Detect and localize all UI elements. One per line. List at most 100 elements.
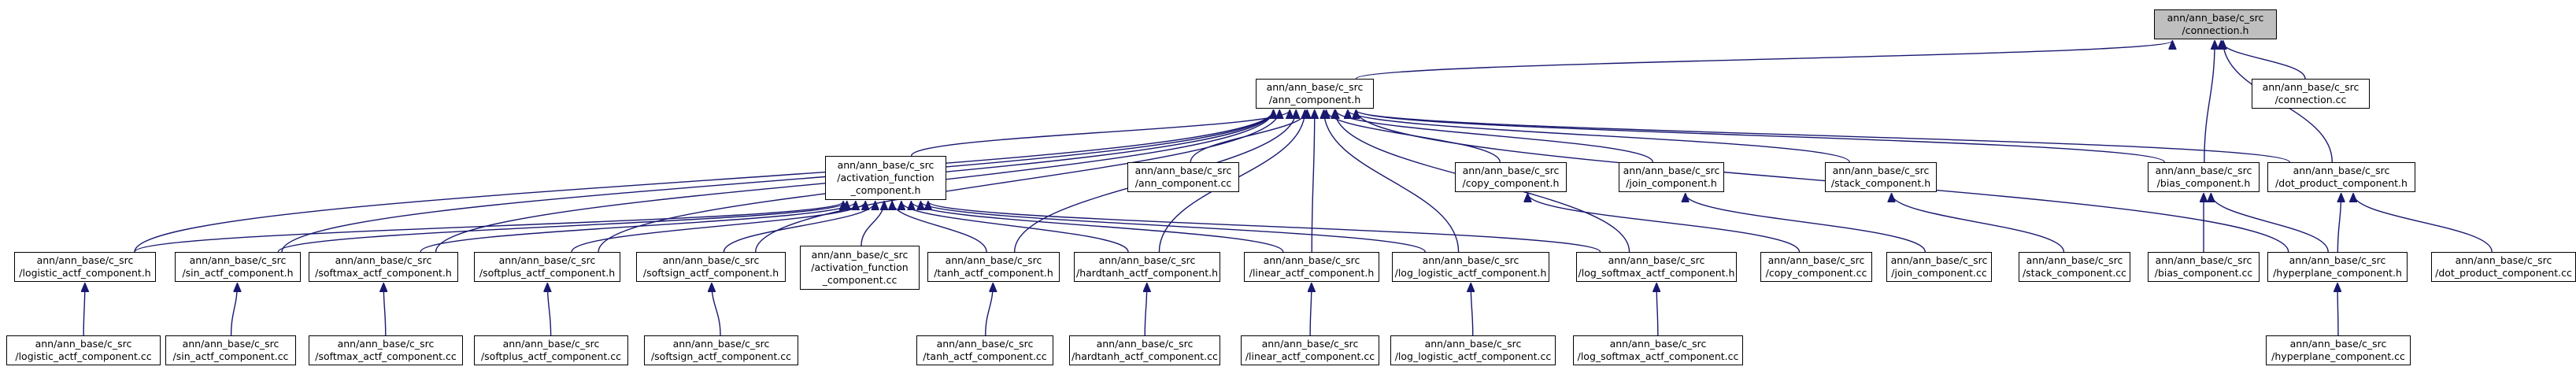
node-softsign-actf-component-h[interactable]: ann/ann_base/c_src/softsign_actf_compone… — [636, 252, 786, 282]
node-label-line: ann/ann_base/c_src — [1609, 338, 1707, 350]
node-label-line: ann/ann_base/c_src — [672, 338, 770, 350]
edge-bias-component-h-to-connection-h — [2204, 41, 2215, 163]
node-label-line: /ann_component.h — [1268, 94, 1361, 106]
node-dot-product-component-h[interactable]: ann/ann_base/c_src/dot_product_component… — [2267, 162, 2415, 192]
node-sin-actf-component-cc[interactable]: ann/ann_base/c_src/sin_actf_component.cc — [165, 335, 296, 365]
edge-stack-component-cc-to-stack-component-h — [1892, 194, 2065, 253]
node-hardtanh-actf-component-h[interactable]: ann/ann_base/c_src/hardtanh_actf_compone… — [1074, 252, 1220, 282]
node-label-line: ann/ann_base/c_src — [189, 254, 287, 266]
node-label-line: /connection.cc — [2274, 94, 2347, 106]
node-connection-cc[interactable]: ann/ann_base/c_src/connection.cc — [2252, 79, 2370, 109]
edge-stack-component-h-to-ann-component-h — [1348, 110, 1850, 163]
edge-activation-function-component-cc-to-activation-function-component-h — [861, 202, 884, 246]
node-label-line: /linear_actf_component.h — [1249, 267, 1375, 279]
edge-dot-product-component-h-to-ann-component-h — [1356, 110, 2290, 163]
node-ann-component-cc[interactable]: ann/ann_base/c_src/ann_component.cc — [1127, 162, 1239, 192]
node-logistic-actf-component-cc[interactable]: ann/ann_base/c_src/logistic_actf_compone… — [6, 335, 161, 365]
node-label-line: ann/ann_base/c_src — [945, 254, 1042, 266]
node-label-line: ann/ann_base/c_src — [2289, 338, 2387, 350]
node-hyperplane-component-cc[interactable]: ann/ann_base/c_src/hyperplane_component.… — [2266, 335, 2411, 365]
node-log-softmax-actf-component-h[interactable]: ann/ann_base/c_src/log_softmax_actf_comp… — [1576, 252, 1737, 282]
node-label-line: ann/ann_base/c_src — [2262, 81, 2359, 93]
node-activation-function-component-cc[interactable]: ann/ann_base/c_src/activation_function_c… — [800, 246, 920, 290]
edge-log-logistic-actf-component-h-to-ann-component-h — [1324, 110, 1460, 253]
node-sin-actf-component-h[interactable]: ann/ann_base/c_src/sin_actf_component.h — [175, 252, 301, 282]
node-label-line: /dot_product_component.h — [2275, 177, 2408, 189]
node-linear-actf-component-h[interactable]: ann/ann_base/c_src/linear_actf_component… — [1244, 252, 1379, 282]
node-label-line: ann/ann_base/c_src — [1424, 338, 1522, 350]
edge-bias-component-h-to-ann-component-h — [1356, 110, 2165, 163]
node-label-line: /hardtanh_actf_component.cc — [1071, 350, 1218, 362]
node-tanh-actf-component-h[interactable]: ann/ann_base/c_src/tanh_actf_component.h — [927, 252, 1060, 282]
node-copy-component-cc[interactable]: ann/ann_base/c_src/copy_component.cc — [1760, 252, 1872, 282]
node-label-line: ann/ann_base/c_src — [2026, 254, 2123, 266]
node-label-line: ann/ann_base/c_src — [1767, 254, 1865, 266]
node-copy-component-h[interactable]: ann/ann_base/c_src/copy_component.h — [1455, 162, 1567, 192]
edge-hardtanh-actf-component-h-to-activation-function-component-h — [901, 202, 1129, 253]
node-label-line: /linear_actf_component.cc — [1245, 350, 1375, 362]
node-label-line: ann/ann_base/c_src — [2289, 254, 2386, 266]
node-join-component-cc[interactable]: ann/ann_base/c_src/join_component.cc — [1886, 252, 1992, 282]
node-log-logistic-actf-component-h[interactable]: ann/ann_base/c_src/log_logistic_actf_com… — [1392, 252, 1549, 282]
node-label-line: /tanh_actf_component.h — [934, 267, 1053, 279]
node-label-line: /hyperplane_component.cc — [2271, 350, 2405, 362]
edge-hardtanh-actf-component-cc-to-hardtanh-actf-component-h — [1145, 283, 1147, 336]
node-label-line: /copy_component.h — [1462, 177, 1560, 189]
node-stack-component-h[interactable]: ann/ann_base/c_src/stack_component.h — [1825, 162, 1937, 192]
node-label-line: /tanh_actf_component.cc — [923, 350, 1047, 362]
node-label-line: ann/ann_base/c_src — [502, 338, 600, 350]
node-logistic-actf-component-h[interactable]: ann/ann_base/c_src/logistic_actf_compone… — [14, 252, 156, 282]
node-label-line: ann/ann_base/c_src — [662, 254, 760, 266]
node-hyperplane-component-h[interactable]: ann/ann_base/c_src/hyperplane_component.… — [2267, 252, 2408, 282]
node-connection-h[interactable]: ann/ann_base/c_src/connection.h — [2154, 9, 2277, 39]
node-label-line: ann/ann_base/c_src — [182, 338, 279, 350]
edge-softmax-actf-component-h-to-activation-function-component-h — [420, 202, 856, 253]
node-softmax-actf-component-cc[interactable]: ann/ann_base/c_src/softmax_actf_componen… — [309, 335, 463, 365]
node-bias-component-cc[interactable]: ann/ann_base/c_src/bias_component.cc — [2148, 252, 2260, 282]
edge-sin-actf-component-h-to-ann-component-h — [281, 110, 1274, 253]
node-label-line: /stack_component.cc — [2022, 267, 2127, 279]
node-label-line: /sin_actf_component.cc — [172, 350, 289, 362]
node-label-line: /log_softmax_actf_component.h — [1578, 267, 1735, 279]
node-label-line: /stack_component.h — [1830, 177, 1931, 189]
node-label-line: /bias_component.h — [2156, 177, 2251, 189]
node-label-line: /hyperplane_component.h — [2273, 267, 2402, 279]
node-label-line: ann/ann_base/c_src — [936, 338, 1034, 350]
node-hardtanh-actf-component-cc[interactable]: ann/ann_base/c_src/hardtanh_actf_compone… — [1069, 335, 1220, 365]
node-softplus-actf-component-h[interactable]: ann/ann_base/c_src/softplus_actf_compone… — [474, 252, 620, 282]
node-bias-component-h[interactable]: ann/ann_base/c_src/bias_component.h — [2148, 162, 2260, 192]
edge-softplus-actf-component-h-to-activation-function-component-h — [571, 202, 865, 253]
node-stack-component-cc[interactable]: ann/ann_base/c_src/stack_component.cc — [2019, 252, 2130, 282]
node-log-logistic-actf-component-cc[interactable]: ann/ann_base/c_src/log_logistic_actf_com… — [1390, 335, 1556, 365]
edge-ann-component-h-to-connection-h — [1355, 41, 2173, 80]
node-join-component-h[interactable]: ann/ann_base/c_src/join_component.h — [1619, 162, 1724, 192]
edge-softmax-actf-component-cc-to-softmax-actf-component-h — [383, 283, 386, 336]
node-log-softmax-actf-component-cc[interactable]: ann/ann_base/c_src/log_softmax_actf_comp… — [1573, 335, 1743, 365]
node-label-line: ann/ann_base/c_src — [1462, 165, 1560, 176]
node-softsign-actf-component-cc[interactable]: ann/ann_base/c_src/softsign_actf_compone… — [644, 335, 798, 365]
edge-logistic-actf-component-cc-to-logistic-actf-component-h — [83, 283, 85, 336]
node-linear-actf-component-cc[interactable]: ann/ann_base/c_src/linear_actf_component… — [1241, 335, 1379, 365]
node-label-line: ann/ann_base/c_src — [2455, 254, 2552, 266]
node-label-line: /hardtanh_actf_component.h — [1076, 267, 1218, 279]
node-label-line: ann/ann_base/c_src — [2293, 165, 2390, 176]
node-label-line: ann/ann_base/c_src — [2155, 165, 2252, 176]
node-activation-function-component-h[interactable]: ann/ann_base/c_src/activation_function_c… — [825, 156, 946, 200]
node-label-line: /logistic_actf_component.h — [19, 267, 151, 279]
node-softmax-actf-component-h[interactable]: ann/ann_base/c_src/softmax_actf_componen… — [309, 252, 458, 282]
node-label-line: /logistic_actf_component.cc — [15, 350, 152, 362]
node-dot-product-component-cc[interactable]: ann/ann_base/c_src/dot_product_component… — [2431, 252, 2576, 282]
node-label-line: ann/ann_base/c_src — [1623, 165, 1720, 176]
node-softplus-actf-component-cc[interactable]: ann/ann_base/c_src/softplus_actf_compone… — [474, 335, 628, 365]
node-label-line: /softsign_actf_component.h — [642, 267, 779, 279]
edge-sin-actf-component-h-to-activation-function-component-h — [277, 202, 847, 253]
edge-linear-actf-component-h-to-activation-function-component-h — [911, 202, 1284, 253]
edge-log-softmax-actf-component-h-to-activation-function-component-h — [928, 202, 1601, 253]
node-tanh-actf-component-cc[interactable]: ann/ann_base/c_src/tanh_actf_component.c… — [916, 335, 1053, 365]
node-label-line: ann/ann_base/c_src — [1261, 338, 1359, 350]
node-label-line: /softmax_actf_component.h — [315, 267, 452, 279]
edge-linear-actf-component-cc-to-linear-actf-component-h — [1310, 283, 1312, 336]
node-ann-component-h[interactable]: ann/ann_base/c_src/ann_component.h — [1256, 79, 1374, 109]
edge-hyperplane-component-h-to-bias-component-h — [2211, 194, 2329, 253]
